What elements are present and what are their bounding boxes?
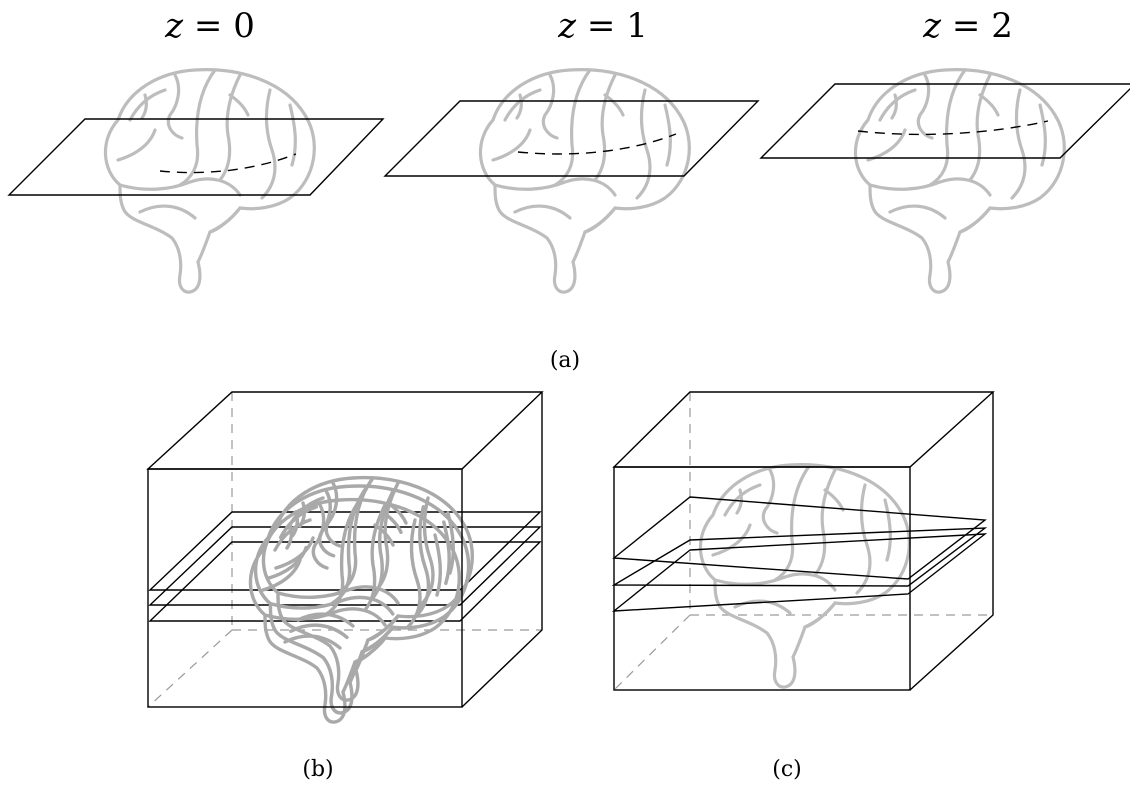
plane-b-top — [148, 511, 542, 591]
slice-z0-label: z = 0 — [164, 6, 255, 46]
cut-line-z0 — [159, 153, 297, 174]
brain-z0 — [103, 68, 316, 294]
slice-z0: z = 0 — [7, 6, 385, 294]
slice-plane-z0 — [7, 118, 385, 196]
slice-z1-label: z = 1 — [557, 6, 648, 46]
slice-plane-z1 — [383, 100, 760, 177]
plane-c-top — [612, 496, 987, 580]
plane-c-bottom — [611, 533, 988, 612]
box-b-top-face — [146, 391, 544, 470]
slice-plane-z2 — [759, 83, 1130, 159]
hidden-edge-side-bottom — [613, 614, 691, 691]
caption-c: (c) — [772, 757, 802, 782]
box-c-front-face — [613, 466, 911, 691]
slice-z1: z = 1 — [383, 6, 760, 294]
brain-z1 — [478, 68, 691, 294]
caption-a: (a) — [550, 348, 580, 373]
panel-c: (c) — [611, 391, 995, 782]
plane-c-middle — [611, 527, 988, 587]
slice-z2-label: z = 2 — [922, 6, 1013, 46]
box-b-front-face — [147, 468, 463, 708]
cut-line-z1 — [517, 133, 677, 155]
cut-line-z2 — [857, 120, 1049, 136]
brain-z2 — [853, 68, 1066, 294]
box-c-right-edges — [909, 392, 994, 691]
panel-a: z = 0 z = 1 z = 2 (a) — [7, 6, 1130, 373]
box-b-right-edges — [461, 392, 543, 708]
panel-b: (b) — [146, 391, 544, 782]
brain-overlay-b — [248, 475, 475, 724]
box-c-top-face — [612, 391, 995, 468]
slice-z2: z = 2 — [759, 6, 1130, 294]
caption-b: (b) — [302, 757, 333, 782]
hidden-edge-side-bottom — [147, 629, 233, 708]
brain-c — [698, 463, 911, 689]
